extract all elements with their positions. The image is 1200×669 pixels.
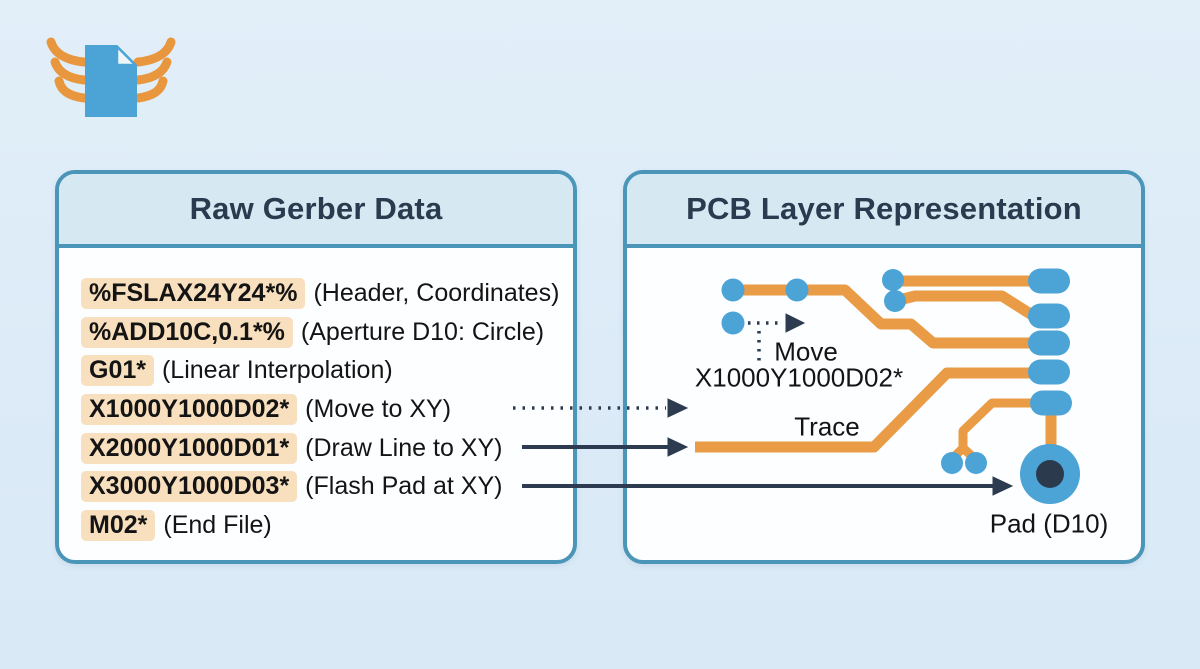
- gerber-line: X1000Y1000D02* (Move to XY): [81, 390, 573, 429]
- gerber-annotation: (Move to XY): [305, 394, 452, 423]
- gerber-line: %FSLAX24Y24*% (Header, Coordinates): [81, 274, 573, 313]
- raw-gerber-data-title: Raw Gerber Data: [189, 191, 443, 226]
- gerber-annotation: (Header, Coordinates): [313, 278, 560, 307]
- raw-gerber-data-panel: Raw Gerber Data %FSLAX24Y24*% (Header, C…: [55, 170, 577, 564]
- move-code-label: X1000Y1000D02*: [694, 362, 904, 393]
- gerber-code-chip: %ADD10C,0.1*%: [81, 316, 293, 348]
- winged-document-logo: [46, 37, 176, 117]
- pcb-layer-header: PCB Layer Representation: [627, 174, 1141, 248]
- gerber-code-chip: X2000Y1000D01*: [81, 432, 298, 464]
- gerber-code-chip: %FSLAX24Y24*%: [81, 277, 306, 309]
- gerber-line: %ADD10C,0.1*% (Aperture D10: Circle): [81, 313, 573, 352]
- gerber-annotation: (Linear Interpolation): [161, 356, 393, 385]
- pad-label: Pad (D10): [989, 508, 1109, 539]
- wing-right-icon: [133, 37, 176, 103]
- gerber-code-chip: X1000Y1000D02*: [81, 393, 298, 425]
- gerber-annotation: (Aperture D10: Circle): [300, 317, 545, 346]
- raw-gerber-data-header: Raw Gerber Data: [59, 174, 573, 248]
- gerber-annotation: (Draw Line to XY): [305, 433, 503, 462]
- pcb-layer-title: PCB Layer Representation: [686, 191, 1082, 226]
- wing-left-icon: [46, 37, 89, 103]
- move-label: Move: [774, 336, 838, 367]
- document-fold-icon: [115, 45, 137, 67]
- gerber-code-chip: G01*: [81, 355, 154, 387]
- gerber-annotation: (End File): [163, 510, 272, 539]
- gerber-line: M02* (End File): [81, 506, 573, 545]
- gerber-code-chip: X3000Y1000D03*: [81, 471, 298, 503]
- gerber-code-chip: M02*: [81, 509, 156, 541]
- gerber-line: X3000Y1000D03* (Flash Pad at XY): [81, 467, 573, 506]
- gerber-code-list: %FSLAX24Y24*% (Header, Coordinates) %ADD…: [59, 248, 573, 545]
- document-icon: [85, 45, 137, 117]
- gerber-line: X2000Y1000D01* (Draw Line to XY): [81, 429, 573, 468]
- gerber-line: G01* (Linear Interpolation): [81, 351, 573, 390]
- trace-label: Trace: [794, 411, 860, 442]
- gerber-annotation: (Flash Pad at XY): [305, 472, 503, 501]
